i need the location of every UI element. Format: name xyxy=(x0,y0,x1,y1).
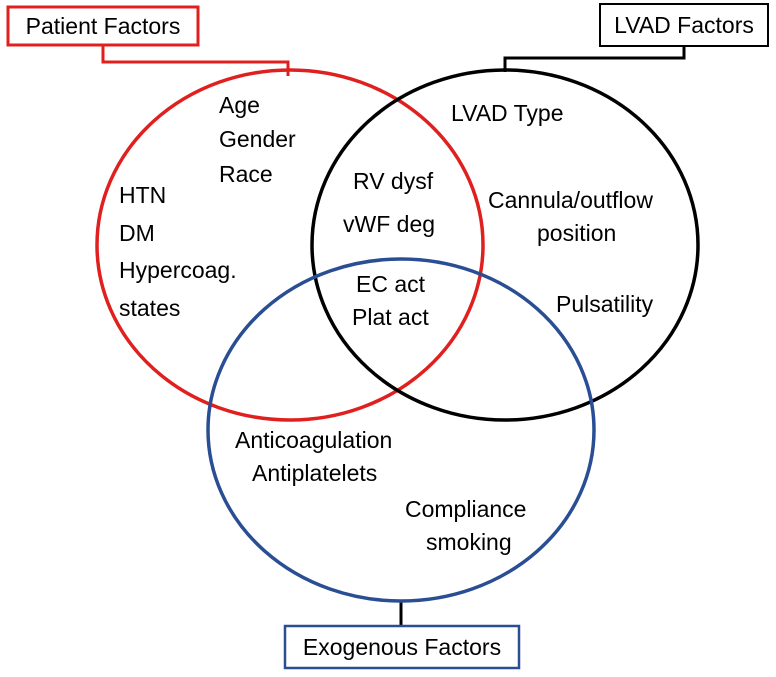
label-vwf-deg: vWF deg xyxy=(343,211,435,237)
label-ec-act: EC act xyxy=(356,271,426,297)
label-age: Age xyxy=(219,92,260,118)
label-rv-dysf: RV dysf xyxy=(353,168,434,194)
label-states: states xyxy=(119,295,180,321)
label-compliance: Compliance xyxy=(405,496,526,522)
lvad-factors-box xyxy=(599,3,769,47)
label-plat-act: Plat act xyxy=(352,304,429,330)
patient-factors-circle xyxy=(95,68,485,422)
label-race: Race xyxy=(219,161,273,187)
exogenous-factors-circle xyxy=(206,257,596,603)
label-lvad-type: LVAD Type xyxy=(451,100,564,126)
exogenous-factors-label: Exogenous Factors xyxy=(303,634,501,660)
label-gender: Gender xyxy=(219,126,296,152)
label-anticoagulation: Anticoagulation xyxy=(235,427,392,453)
label-cannula: Cannula/outflow xyxy=(488,187,653,213)
label-position: position xyxy=(537,220,616,246)
lvad-factors-label: LVAD Factors xyxy=(614,12,754,38)
label-dm: DM xyxy=(119,220,155,246)
lvad-connector xyxy=(503,46,686,72)
patient-factors-label: Patient Factors xyxy=(26,13,181,39)
label-htn: HTN xyxy=(119,182,166,208)
label-smoking: smoking xyxy=(426,529,512,555)
exogenous-factors-box xyxy=(283,624,521,670)
lvad-factors-circle xyxy=(310,68,700,422)
label-hypercoag: Hypercoag. xyxy=(119,257,237,283)
label-antiplatelets: Antiplatelets xyxy=(252,460,377,486)
label-pulsatility: Pulsatility xyxy=(556,291,654,317)
